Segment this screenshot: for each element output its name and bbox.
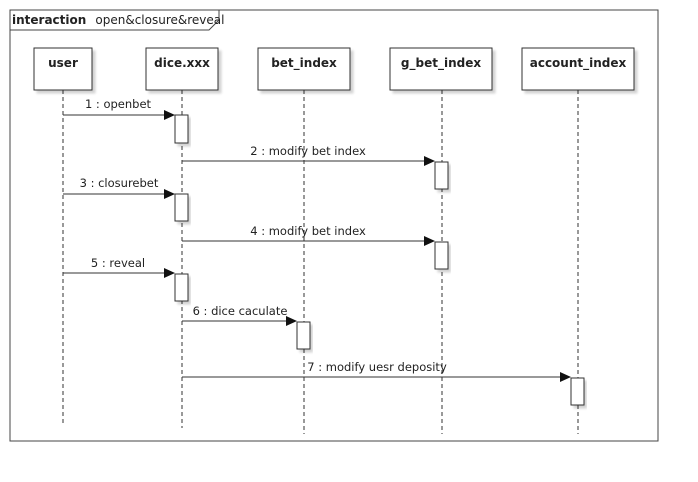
- lifeline-box[interactable]: [389, 47, 493, 91]
- message-label: 7 : modify uesr deposity: [307, 360, 447, 374]
- arrowhead-icon: [424, 156, 435, 166]
- lifeline-box[interactable]: [145, 47, 219, 91]
- lifeline-box[interactable]: [257, 47, 351, 91]
- activation-bar: [570, 377, 585, 406]
- message-label: 5 : reveal: [91, 256, 145, 270]
- arrowhead-icon: [424, 236, 435, 246]
- message-label: 3 : closurebet: [80, 176, 159, 190]
- lifeline-label: bet_index: [271, 56, 337, 71]
- svg-text:interaction open&closure&r: interaction open&closure&reveal: [12, 9, 224, 28]
- message-4: 4 : modify bet index: [182, 224, 435, 246]
- activation-bar: [296, 321, 311, 350]
- message-6: 6 : dice caculate: [182, 304, 297, 326]
- lifeline-label: g_bet_index: [401, 56, 481, 71]
- message-label: 4 : modify bet index: [250, 224, 366, 238]
- lifeline-box[interactable]: [33, 47, 93, 91]
- lifeline-box[interactable]: [521, 47, 635, 91]
- lifeline-account: account_index: [521, 47, 635, 434]
- activation-bar: [174, 273, 189, 302]
- arrowhead-icon: [560, 372, 571, 382]
- lifeline-label: account_index: [530, 56, 627, 71]
- message-label: 1 : openbet: [85, 97, 152, 111]
- message-label: 2 : modify bet index: [250, 144, 366, 158]
- message-3: 3 : closurebet: [63, 176, 175, 199]
- frame-keyword: interaction: [12, 13, 86, 27]
- message-2: 2 : modify bet index: [182, 144, 435, 166]
- lifeline-dice: dice.xxx: [145, 47, 219, 428]
- lifeline-label: dice.xxx: [154, 56, 210, 70]
- lifeline-label: user: [48, 56, 78, 70]
- arrowhead-icon: [164, 189, 175, 199]
- message-5: 5 : reveal: [63, 256, 175, 278]
- arrowhead-icon: [164, 268, 175, 278]
- activation-bar: [174, 114, 189, 144]
- frame-name: open&closure&reveal: [95, 13, 224, 27]
- arrowhead-icon: [286, 316, 297, 326]
- activation-bar: [174, 193, 189, 222]
- frame-tab: [10, 10, 220, 31]
- message-label: 6 : dice caculate: [193, 304, 288, 318]
- lifeline-bet: bet_index: [257, 47, 351, 434]
- lifeline-user: user: [33, 47, 93, 424]
- activation-bar: [434, 241, 449, 270]
- message-1: 1 : openbet: [63, 97, 175, 120]
- arrowhead-icon: [164, 110, 175, 120]
- activation-bar: [434, 161, 449, 190]
- message-7: 7 : modify uesr deposity: [182, 360, 571, 382]
